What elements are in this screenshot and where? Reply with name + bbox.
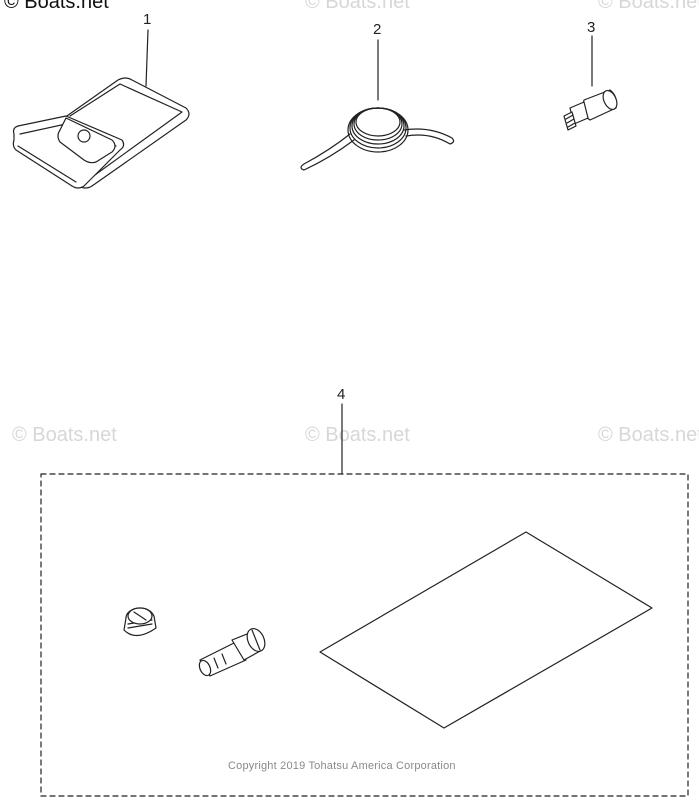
threaded-fitting-icon	[563, 35, 618, 131]
kit-boundary	[40, 473, 689, 797]
jet-kit-icon	[40, 403, 689, 797]
coiled-wire-icon	[300, 39, 455, 171]
watermark-tile: © Boats.net	[305, 0, 410, 13]
watermark-main: © Boats.net	[4, 0, 109, 13]
watermark-tile: © Boats.net	[598, 424, 699, 446]
callout-2: 2	[373, 21, 382, 38]
watermark-tile: © Boats.net	[598, 0, 699, 13]
main-jet-icon	[123, 607, 157, 637]
callout-3: 3	[587, 19, 596, 36]
slow-jet-icon	[198, 628, 266, 677]
callout-1: 1	[143, 11, 152, 28]
copyright-notice: Copyright 2019 Tohatsu America Corporati…	[228, 760, 456, 772]
watermark-tile: © Boats.net	[305, 424, 410, 446]
leader-line-1	[145, 29, 149, 87]
gasket-sheet-icon	[319, 531, 653, 729]
watermark-tile: © Boats.net	[12, 424, 117, 446]
callout-4: 4	[337, 386, 346, 403]
tool-pouch-icon	[12, 29, 190, 189]
